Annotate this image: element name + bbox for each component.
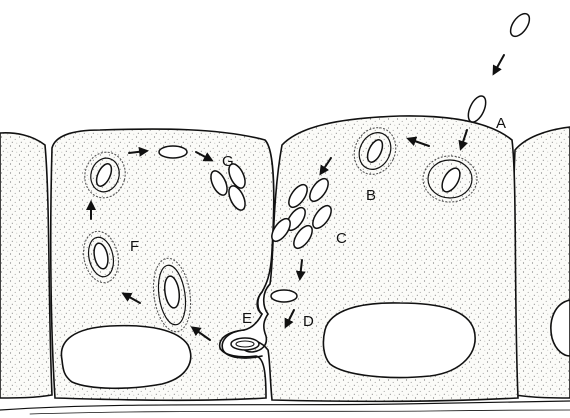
left-cell-nucleus [61,326,190,389]
label-F: F [130,238,139,255]
label-D: D [303,313,314,330]
bacterium-E [231,338,259,350]
label-C: C [336,230,347,247]
right-neighbor-cell [513,127,570,398]
label-G: G [222,153,234,170]
right-cell-nucleus [323,303,475,378]
left-neighbor-cell [0,133,52,398]
bacterium-A [465,93,490,124]
free-bacterium-top [507,10,533,39]
label-A: A [496,115,506,132]
basement-membrane-lower [30,410,570,414]
basement-membrane [0,401,570,410]
label-E: E [242,310,252,327]
label-B: B [366,187,376,204]
bacterium-D [271,290,297,302]
bacterium-G-top [159,146,187,158]
